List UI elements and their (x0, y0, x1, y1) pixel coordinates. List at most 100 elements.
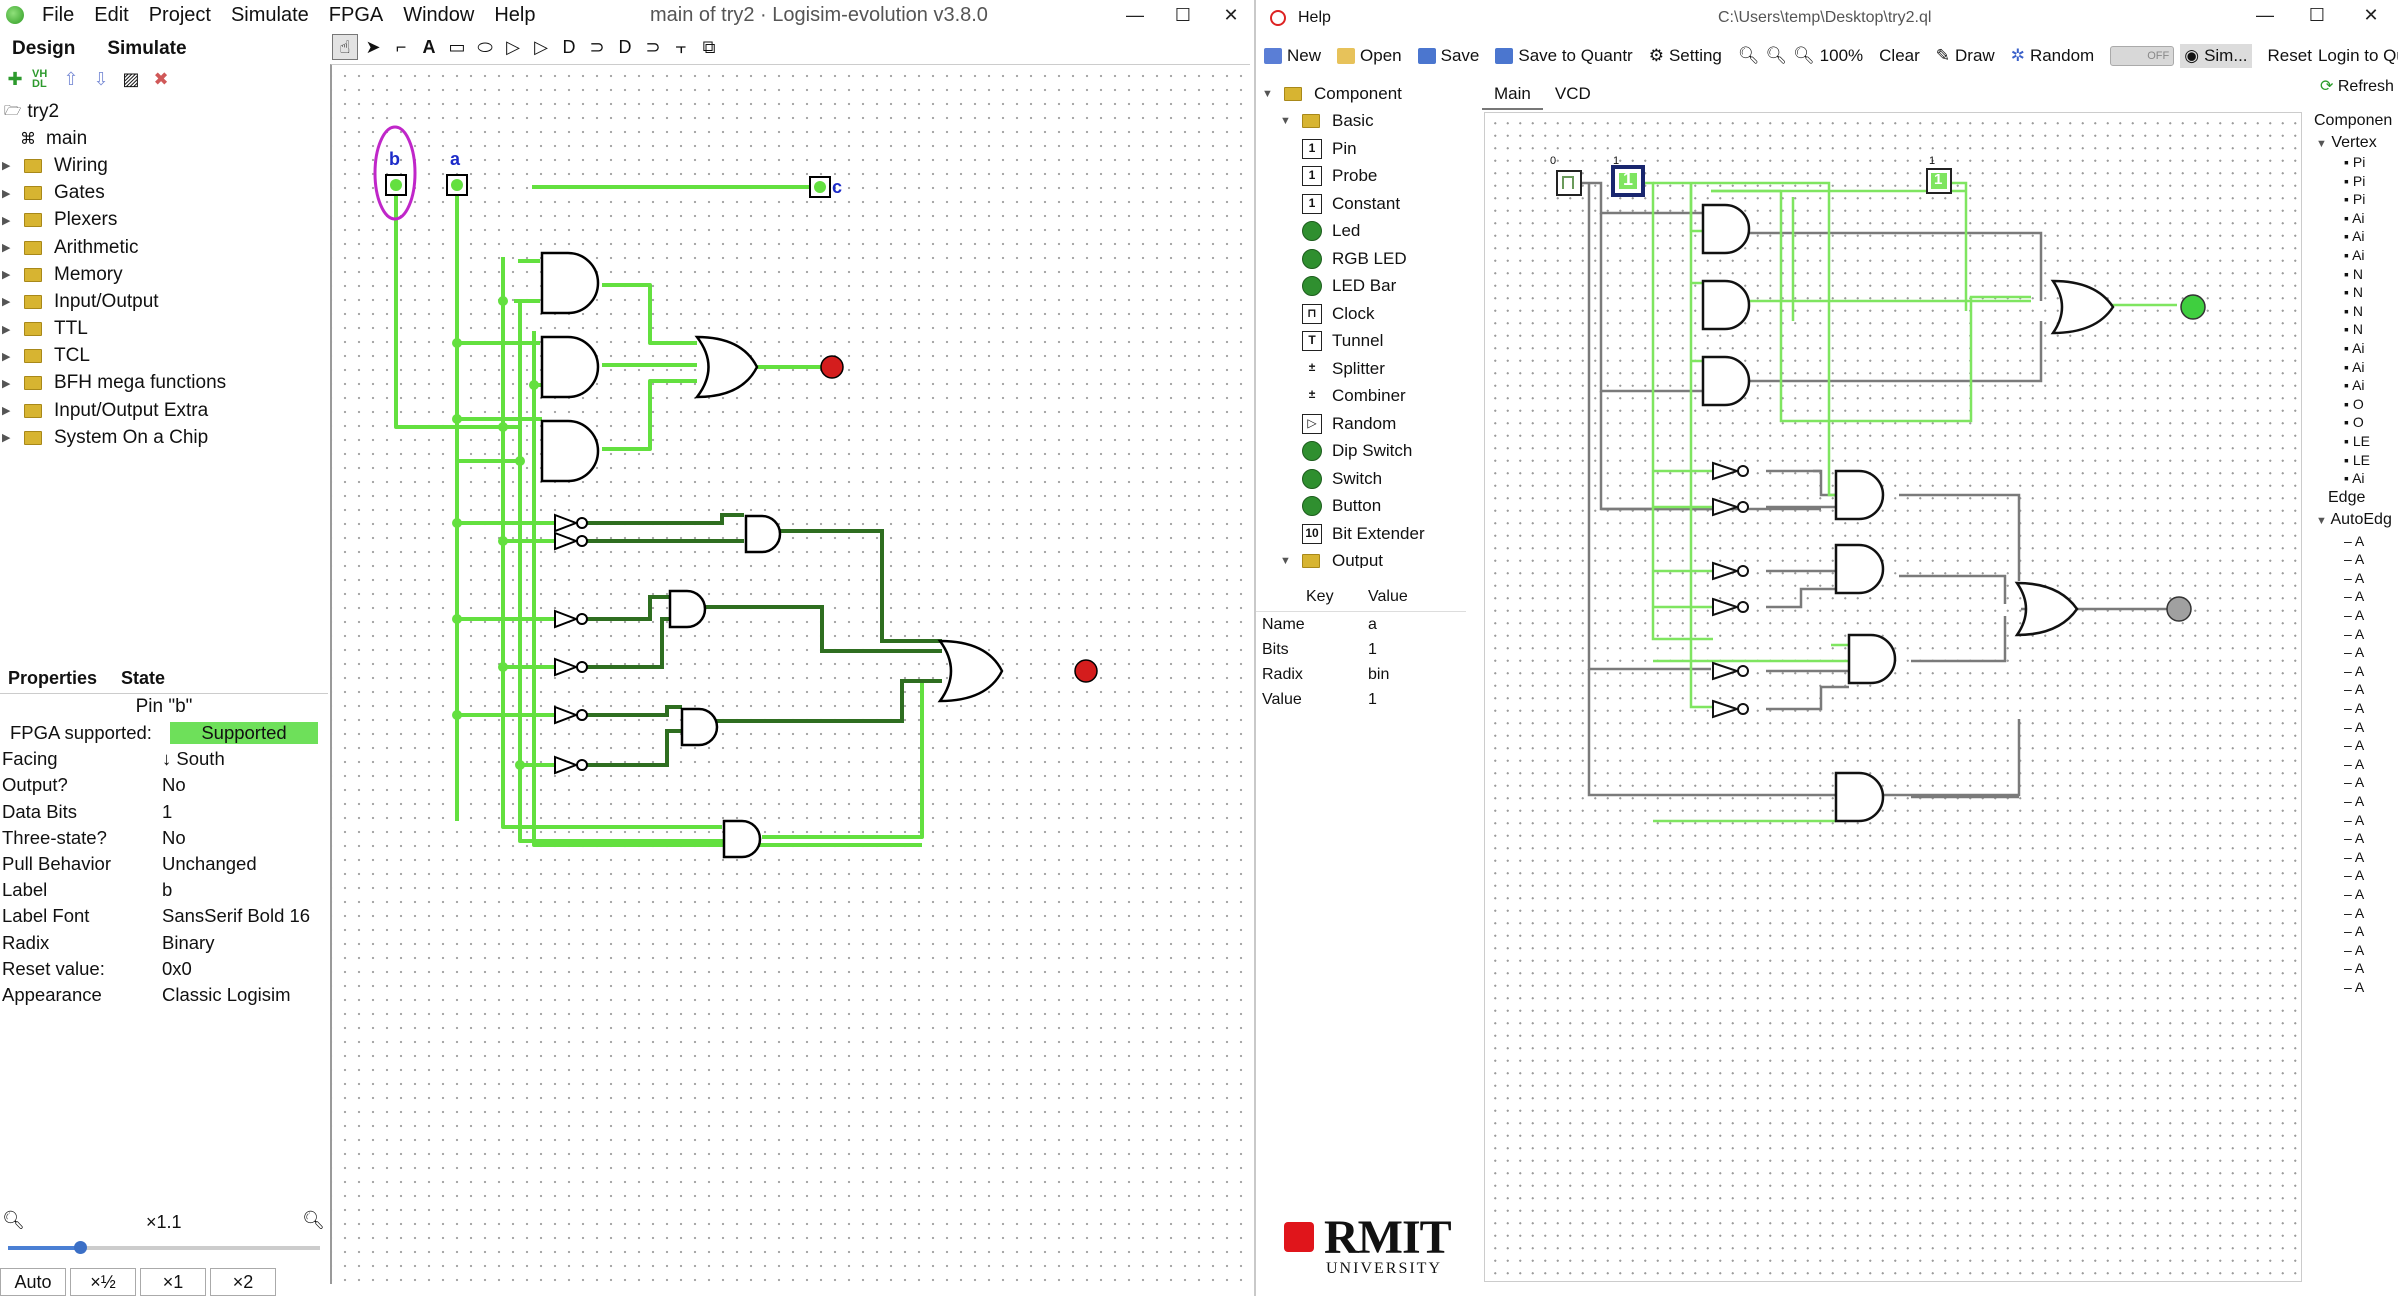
property-value[interactable]: Classic Logisim (162, 983, 291, 1005)
tree-folder[interactable]: ▶Input/Output (0, 288, 328, 315)
expand-icon[interactable]: ▶ (2, 242, 11, 255)
property-value[interactable]: Unchanged (162, 853, 257, 875)
edge-item[interactable]: – A (2344, 607, 2365, 624)
edge-item[interactable]: – A (2344, 755, 2365, 772)
component-item[interactable]: ▷Random (1256, 410, 1462, 438)
component-item[interactable]: ⊓Clock (1256, 300, 1462, 328)
vertex-item[interactable]: ▪ Pi (2344, 154, 2366, 170)
menu-simulate[interactable]: Simulate (230, 4, 309, 26)
clock-input[interactable] (1556, 170, 1582, 196)
expand-icon[interactable]: ▶ (2, 214, 11, 227)
vertex-item[interactable]: ▪ Ai (2344, 209, 2365, 226)
kv-value[interactable]: 1 (1368, 640, 1377, 658)
zoom-slider[interactable] (8, 1241, 320, 1254)
setting-button[interactable]: ⚙Setting (1648, 46, 1722, 65)
zoom-auto-button[interactable]: Auto (0, 1268, 66, 1296)
buffer-gate-icon[interactable]: ▷ (506, 36, 520, 57)
tab-main[interactable]: Main (1482, 80, 1543, 110)
expand-icon[interactable]: ▶ (2, 377, 11, 390)
edge-item[interactable]: – A (2344, 830, 2365, 847)
draw-button[interactable]: ✎Draw (1935, 46, 1995, 65)
tree-vertex[interactable]: ▼ Vertex (2316, 134, 2377, 151)
save-button[interactable]: Save (1417, 46, 1479, 66)
splitter-icon[interactable]: ⫟ (675, 36, 687, 57)
quantr-canvas[interactable]: 0 1 1 1 1 (1484, 112, 2302, 1282)
minimize-button[interactable]: — (2256, 4, 2274, 25)
close-button[interactable]: ✕ (2363, 4, 2379, 25)
tab-design[interactable]: Design (12, 38, 76, 59)
expand-icon[interactable]: ▶ (2, 269, 11, 282)
vertex-item[interactable]: ▪ Ai (2344, 377, 2365, 394)
poke-tool-icon[interactable]: ☝ (332, 34, 358, 60)
component-item[interactable]: ±Splitter (1256, 355, 1462, 383)
tree-folder[interactable]: ▶TTL (0, 316, 328, 343)
edit-appearance-icon[interactable]: ▨ (122, 68, 140, 89)
property-value[interactable]: SansSerif Bold 16 (162, 905, 311, 927)
maximize-button[interactable]: ☐ (2308, 4, 2326, 25)
tree-folder[interactable]: ▶Memory (0, 261, 328, 288)
vertex-item[interactable]: ▪ Pi (2344, 191, 2366, 208)
edge-item[interactable]: – A (2344, 718, 2365, 735)
edge-item[interactable]: – A (2344, 700, 2365, 717)
input-pin-c[interactable] (809, 176, 831, 198)
sim-toggle[interactable]: OFF (2110, 46, 2175, 66)
edge-item[interactable]: – A (2344, 793, 2365, 809)
property-value[interactable]: Binary (162, 931, 215, 953)
edge-item[interactable]: – A (2344, 681, 2365, 698)
expand-icon[interactable]: ▶ (2, 296, 11, 309)
tab-simulate[interactable]: Simulate (107, 38, 187, 59)
input-pin-right[interactable] (1926, 168, 1952, 194)
or-gate-icon[interactable]: ⊃ (589, 36, 605, 57)
tree-basic[interactable]: ▼Basic (1280, 111, 1374, 131)
tree-folder[interactable]: ▶System On a Chip (0, 424, 328, 451)
edge-item[interactable]: – A (2344, 811, 2365, 828)
minimize-button[interactable]: — (1126, 4, 1144, 25)
add-vhdl-icon[interactable]: VH DL (32, 68, 48, 90)
delete-circuit-icon[interactable]: ✖ (153, 68, 169, 89)
property-value[interactable]: 1 (162, 800, 173, 822)
tree-circuit-main[interactable]: ⌘ main (0, 125, 328, 152)
tree-autoedge[interactable]: ▼ AutoEdg (2316, 510, 2392, 528)
property-value[interactable]: No (162, 826, 186, 848)
random-button[interactable]: ✲Random (2010, 46, 2095, 65)
vertex-item[interactable]: ▪ Ai (2344, 470, 2365, 487)
vertex-item[interactable]: ▪ N (2344, 321, 2363, 338)
close-button[interactable]: ✕ (1223, 4, 1239, 25)
zoom-in-button[interactable]: 🔍︎ (1738, 46, 1760, 66)
tree-folder[interactable]: ▶Arithmetic (0, 234, 328, 261)
vertex-item[interactable]: ▪ Ai (2344, 358, 2365, 375)
edge-item[interactable]: – A (2344, 662, 2365, 679)
component-item[interactable]: ±Combiner (1256, 383, 1462, 411)
expand-icon[interactable]: ▶ (2, 160, 11, 173)
input-pin-a[interactable] (1611, 165, 1645, 197)
zoom-100-button[interactable]: 🔍︎100% (1793, 46, 1864, 65)
component-item[interactable]: Switch (1256, 465, 1462, 493)
edge-item[interactable]: – A (2344, 978, 2365, 995)
property-row[interactable]: FPGA supported:Supported (0, 720, 328, 746)
help-menu[interactable]: Help (1298, 9, 1331, 26)
nand-gate-icon[interactable]: D (618, 36, 632, 57)
property-value[interactable]: 0x0 (162, 957, 192, 979)
tree-folder[interactable]: ▶Wiring (0, 152, 328, 179)
reset-button[interactable]: Reset (2267, 46, 2312, 65)
edge-item[interactable]: – A (2344, 960, 2365, 977)
tree-folder[interactable]: ▶Gates (0, 180, 328, 207)
expand-icon[interactable]: ▶ (2, 405, 11, 418)
tree-project[interactable]: 🗁 try2 (0, 98, 328, 125)
vertex-item[interactable]: ▪ O (2344, 395, 2364, 412)
save-to-quantr-button[interactable]: Save to Quantr (1495, 46, 1633, 66)
menu-file[interactable]: File (42, 4, 75, 26)
component-item[interactable]: Led (1256, 218, 1462, 246)
edge-item[interactable]: – A (2344, 532, 2365, 549)
tree-folder[interactable]: ▶Input/Output Extra (0, 397, 328, 424)
zoom-2x-button[interactable]: ×2 (210, 1268, 276, 1296)
